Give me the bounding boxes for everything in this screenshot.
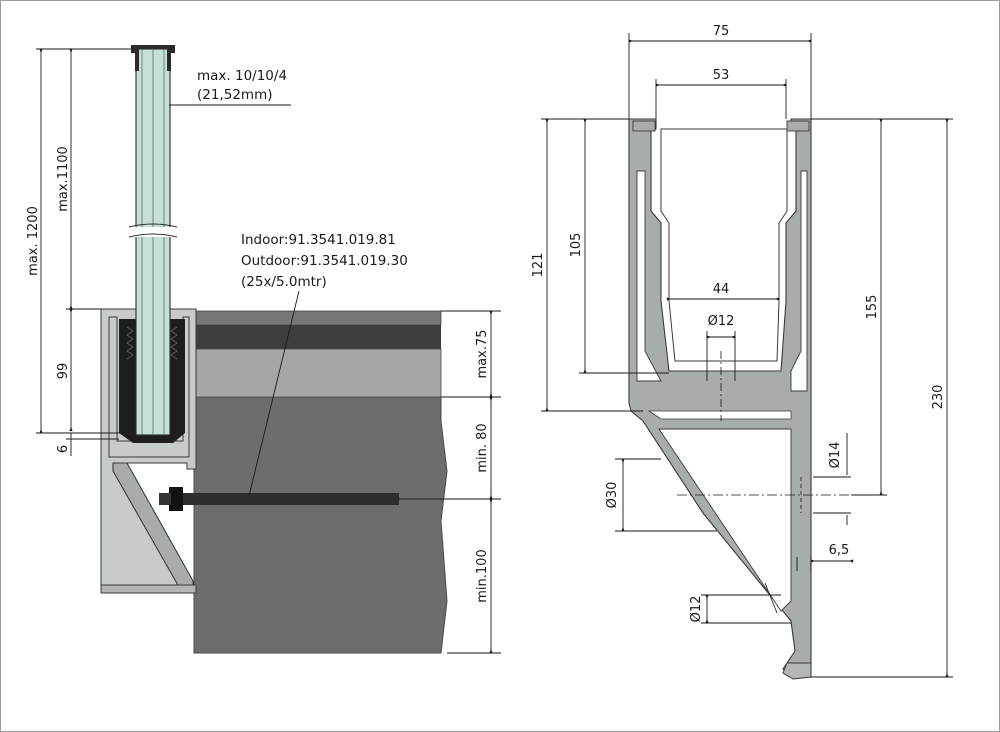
- label-max-1100: max.1100: [56, 146, 71, 212]
- profile-right-web-void: [658, 428, 792, 612]
- glass-note-line2: (21,52mm): [197, 87, 272, 103]
- right-profile-view: 75 53 44 Ø12 121 105 155 230 Ø14: [531, 24, 953, 680]
- anchor-note-line1: Indoor:91.3541.019.81: [241, 232, 396, 248]
- profile-left-foot: [100, 584, 197, 594]
- profile-right-void-right: [790, 170, 808, 392]
- label-99: 99: [56, 363, 71, 380]
- glass-note-line1: max. 10/10/4: [197, 68, 287, 84]
- anchor-note-line3: (25x/5.0mtr): [241, 274, 327, 290]
- anchor-nut: [169, 487, 183, 511]
- profile-right-foot: [782, 662, 812, 680]
- label-230: 230: [931, 385, 946, 410]
- label-121: 121: [531, 253, 546, 278]
- label-bore-bottom: Ø12: [689, 596, 704, 623]
- label-44: 44: [713, 282, 730, 297]
- label-min100: min.100: [475, 549, 490, 602]
- label-washer: Ø30: [605, 482, 620, 509]
- label-bolt-hole: Ø14: [828, 442, 843, 469]
- floor-layer-dark: [194, 325, 441, 349]
- label-bore-top: Ø12: [708, 314, 735, 329]
- label-105: 105: [569, 233, 584, 258]
- label-max-1200: max. 1200: [26, 206, 41, 276]
- label-max75: max.75: [475, 330, 490, 379]
- concrete-slab: [193, 396, 448, 654]
- label-min80: min. 80: [475, 423, 490, 472]
- floor-layer-light: [193, 348, 442, 398]
- profile-right-bottom-void: [647, 410, 792, 420]
- anchor-rod: [181, 493, 399, 505]
- left-section-view: max. 1200 max.1100 99 6 max. 10/10/4 (21…: [26, 45, 501, 654]
- gasket-teeth: [126, 326, 178, 360]
- profile-left-inner: [108, 316, 190, 458]
- glass-top-cap: [131, 45, 175, 71]
- label-155: 155: [865, 295, 880, 320]
- profile-right-void-left: [636, 170, 662, 382]
- label-75: 75: [713, 24, 730, 39]
- profile-right-channel: [660, 128, 788, 362]
- anchor-note-line2: Outdoor:91.3541.019.30: [241, 253, 408, 269]
- label-wall: 6,5: [829, 543, 850, 558]
- label-53: 53: [713, 68, 730, 83]
- label-6: 6: [56, 445, 71, 453]
- floor-layer-top: [193, 310, 442, 326]
